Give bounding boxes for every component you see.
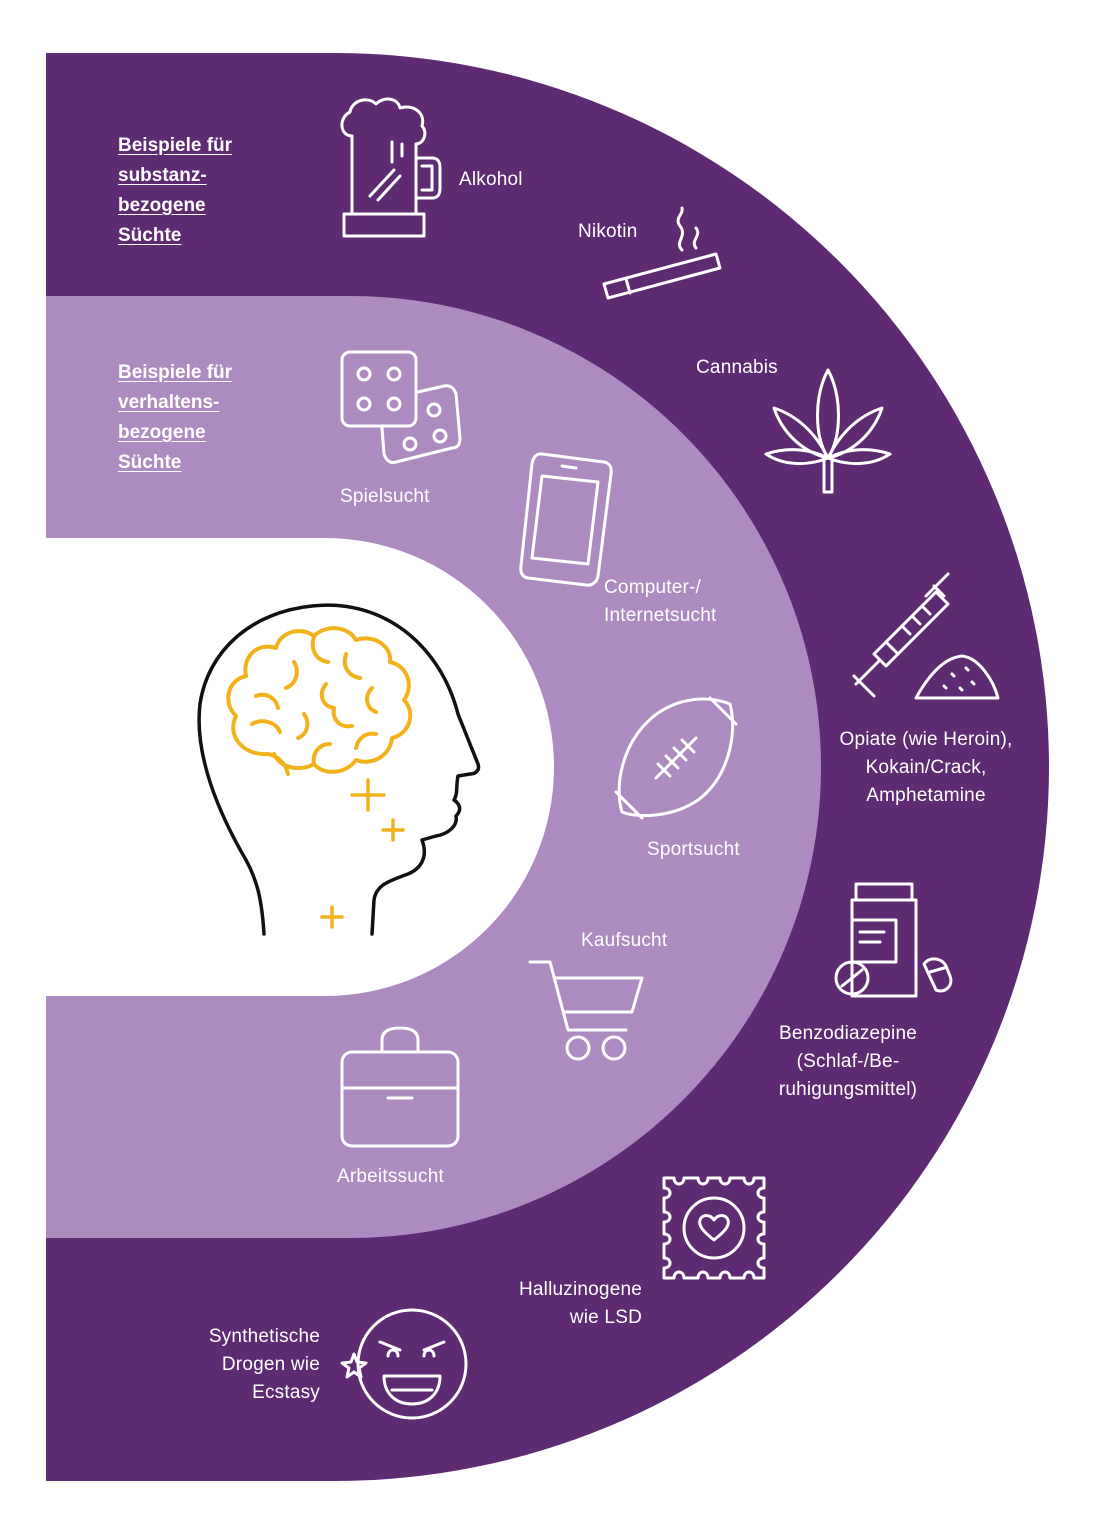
label-spielsucht: Spielsucht: [340, 486, 430, 507]
cannabis-leaf-icon: [764, 366, 892, 494]
lsd-stamp-icon: [660, 1174, 768, 1282]
label-computer: Computer-/ Internetsucht: [604, 577, 717, 626]
label-nikotin: Nikotin: [578, 221, 638, 242]
label-sportsucht: Sportsucht: [647, 839, 740, 860]
behavior-heading: Beispiele für verhaltens- bezogene Sücht…: [118, 362, 233, 473]
football-icon: [612, 694, 740, 822]
label-lsd: Halluzinogene wie LSD: [518, 1279, 642, 1328]
label-alkohol: Alkohol: [459, 169, 523, 190]
label-kaufsucht: Kaufsucht: [581, 930, 668, 951]
substance-heading: Beispiele für substanz- bezogene Süchte: [118, 135, 233, 246]
syringe-powder-icon: [852, 572, 1000, 704]
label-opiate: Opiate (wie Heroin), Kokain/Crack, Amphe…: [839, 729, 1013, 806]
head-brain-icon: [196, 603, 481, 936]
brain-outline: [226, 626, 413, 776]
sparkles: [320, 778, 405, 929]
dice-icon: [338, 348, 464, 468]
label-ecstasy: Synthetische Drogen wie Ecstasy: [208, 1326, 320, 1403]
smartphone-icon: [519, 452, 613, 588]
label-benzo: Benzodiazepine (Schlaf-/Be- ruhigungsmit…: [778, 1023, 918, 1100]
beer-mug-icon: [338, 96, 444, 242]
label-cannabis: Cannabis: [696, 357, 778, 378]
pill-bottle-icon: [834, 880, 954, 1004]
shopping-cart-icon: [528, 956, 646, 1064]
briefcase-icon: [338, 1026, 462, 1150]
grinning-face-icon: [338, 1306, 470, 1420]
cigarette-icon: [598, 206, 726, 306]
label-arbeitssucht: Arbeitssucht: [337, 1166, 444, 1187]
head-outline: [197, 603, 481, 936]
